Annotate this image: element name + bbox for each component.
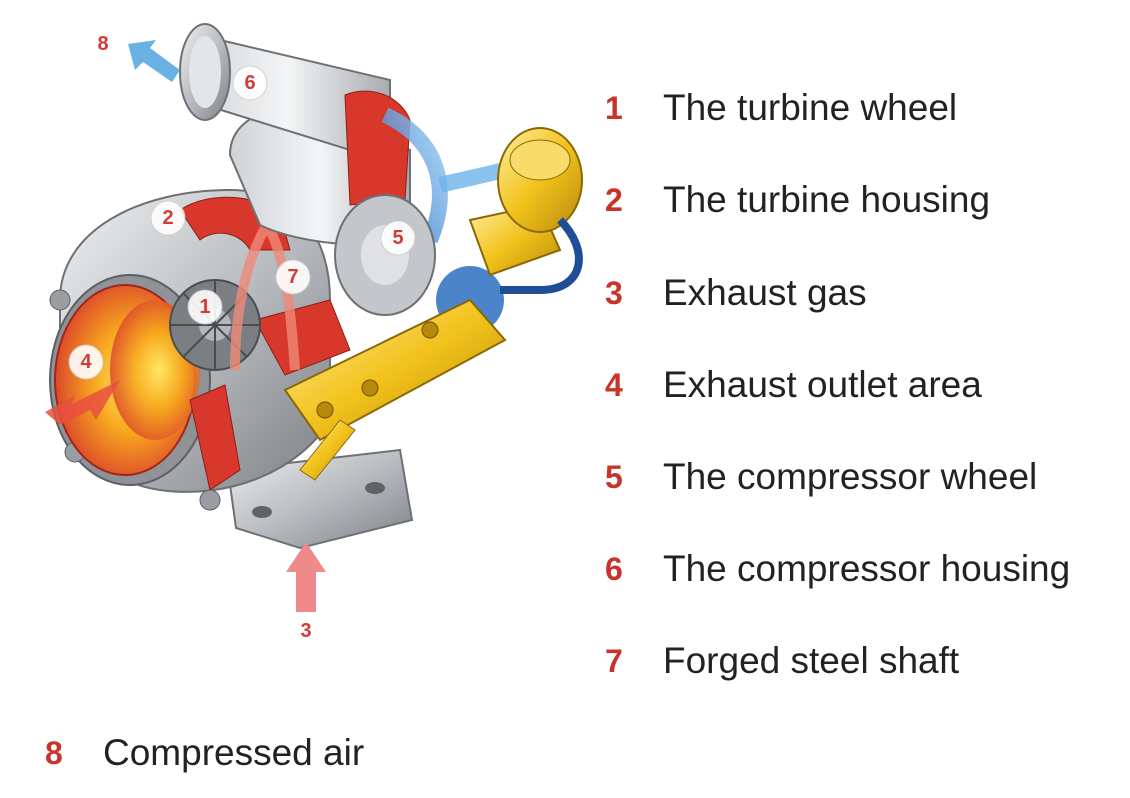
svg-text:7: 7 <box>287 266 298 288</box>
callout-6: 6 <box>233 66 267 100</box>
svg-text:2: 2 <box>162 207 173 229</box>
compressor-wheel <box>335 195 435 315</box>
legend-number: 5 <box>605 459 663 496</box>
turbocharger-diagram: 1 2 4 5 6 7 8 3 <box>0 0 620 700</box>
legend-number: 6 <box>605 551 663 588</box>
legend-label: The turbine housing <box>663 179 990 221</box>
legend-label: Exhaust gas <box>663 272 867 314</box>
legend-number: 8 <box>45 735 103 772</box>
svg-text:6: 6 <box>244 72 255 94</box>
callout-4: 4 <box>69 345 103 379</box>
callout-2: 2 <box>151 201 185 235</box>
callout-1: 1 <box>188 290 222 324</box>
svg-text:1: 1 <box>199 296 210 318</box>
legend-label: The compressor wheel <box>663 456 1037 498</box>
legend-item-7: 7 Forged steel shaft <box>605 636 959 686</box>
label-compressed-air-number: 8 <box>97 33 108 55</box>
legend-number: 7 <box>605 643 663 680</box>
legend-item-6: 6 The compressor housing <box>605 544 1070 594</box>
svg-text:4: 4 <box>80 351 92 373</box>
legend-number: 4 <box>605 367 663 404</box>
legend-item-3: 3 Exhaust gas <box>605 268 867 318</box>
legend-item-2: 2 The turbine housing <box>605 175 990 225</box>
legend-label: Exhaust outlet area <box>663 364 982 406</box>
legend-label: Forged steel shaft <box>663 640 959 682</box>
legend-item-1: 1 The turbine wheel <box>605 83 957 133</box>
callout-5: 5 <box>381 221 415 255</box>
legend-number: 3 <box>605 275 663 312</box>
legend-item-4: 4 Exhaust outlet area <box>605 360 982 410</box>
legend-number: 1 <box>605 90 663 127</box>
legend-label: Compressed air <box>103 732 364 774</box>
legend-item-8: 8 Compressed air <box>45 728 364 778</box>
callout-7: 7 <box>276 260 310 294</box>
svg-text:5: 5 <box>392 227 403 249</box>
exhaust-in-arrow <box>286 542 326 612</box>
label-exhaust-gas-number: 3 <box>300 620 311 642</box>
compressed-air-out-arrow <box>128 40 180 82</box>
legend-number: 2 <box>605 182 663 219</box>
legend-label: The turbine wheel <box>663 87 957 129</box>
legend-item-5: 5 The compressor wheel <box>605 452 1037 502</box>
legend-label: The compressor housing <box>663 548 1070 590</box>
